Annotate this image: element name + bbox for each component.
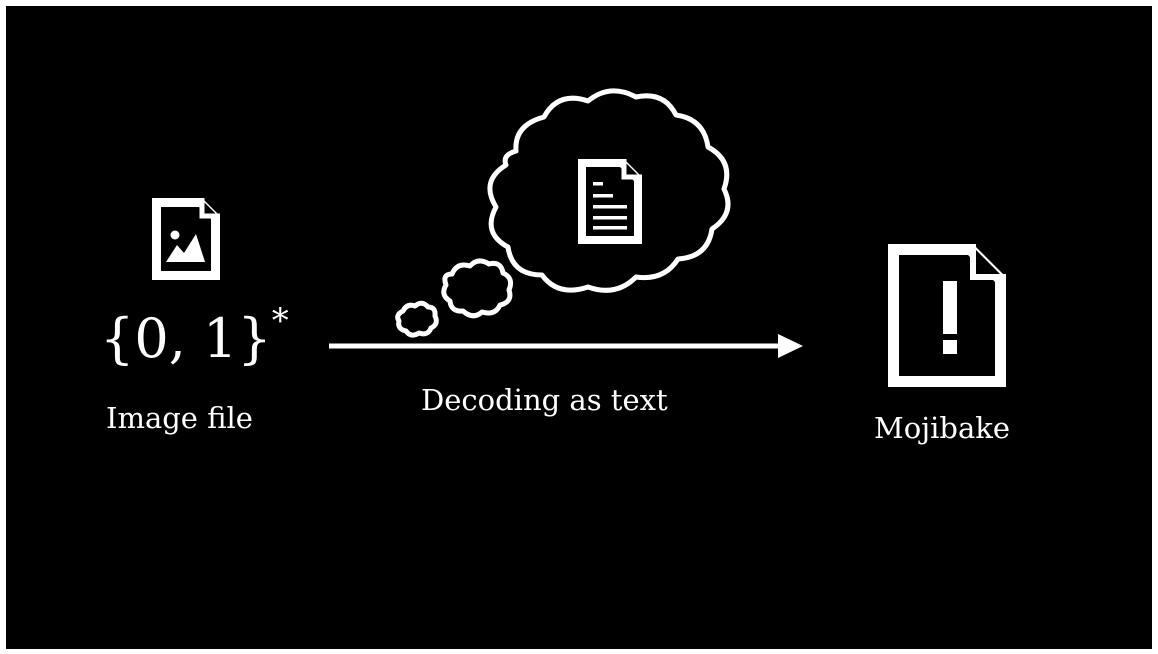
warning-document-icon [888,244,1006,387]
mojibake-label: Mojibake [874,411,1011,445]
thought-puff-medium [441,258,513,319]
decoding-arrow [329,334,803,358]
thought-puff-small [395,300,439,338]
decoding-label: Decoding as text [421,383,668,417]
image-file-label: Image file [106,401,253,435]
diagram-slide: {0, 1}* Image file Decoding as text Moji… [6,6,1152,649]
diagram-graphics [152,88,1006,387]
thought-bubble [395,88,731,338]
kleene-star: * [271,301,289,341]
binary-strings-notation: {0, 1}* [100,304,289,366]
image-file-icon [152,198,220,280]
binary-set: {0, 1} [100,307,272,370]
text-document-icon [578,159,642,244]
